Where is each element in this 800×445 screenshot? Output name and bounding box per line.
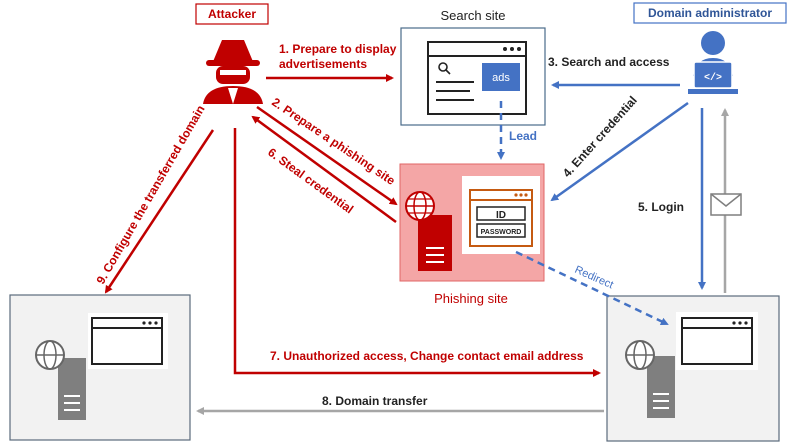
step-8-label: 8. Domain transfer — [322, 394, 428, 408]
lead-label: Lead — [509, 129, 537, 143]
arrow-redirect — [515, 250, 669, 326]
step-2-label: 2. Prepare a phishing site — [269, 95, 398, 188]
arrow-step-4 — [550, 101, 689, 202]
ads-label: ads — [492, 72, 510, 84]
step-6-label: 6. Steal credential — [265, 145, 356, 216]
left-server-group — [9, 294, 191, 441]
step-1-label-line1: 1. Prepare to display — [279, 42, 397, 56]
right-server-group — [606, 295, 780, 442]
left-server-icon — [35, 340, 86, 420]
attacker-label-box — [195, 3, 269, 25]
attacker-icon — [203, 40, 263, 104]
admin-label: Domain administrator — [648, 6, 772, 20]
id-field-label: ID — [496, 210, 506, 221]
attacker-label: Attacker — [208, 7, 256, 21]
password-field-label: PASSWORD — [481, 229, 522, 236]
step-1-label-line2: advertisements — [279, 57, 367, 71]
administrator-icon: </> — [688, 31, 738, 94]
login-form-icon — [469, 189, 533, 247]
arrow-step-7 — [233, 128, 601, 377]
search-site-label: Search site — [440, 8, 505, 23]
phishing-site-group: ID PASSWORD Phishing site — [399, 163, 545, 306]
admin-label-box — [633, 2, 787, 24]
domain-admin-group: Domain administrator </> — [633, 2, 787, 94]
step-3-label: 3. Search and access — [548, 55, 670, 69]
envelope-icon — [710, 193, 742, 216]
server-globe-icon — [405, 191, 452, 271]
arrow-step-6 — [251, 115, 397, 224]
redirect-label: Redirect — [573, 264, 615, 292]
arrow-step-9 — [104, 129, 215, 294]
phishing-site-label: Phishing site — [434, 291, 508, 306]
left-web-window-icon — [91, 317, 163, 365]
search-site-group: Search site ads — [400, 8, 546, 126]
right-server-icon — [625, 340, 675, 418]
step-7-label: 7. Unauthorized access, Change contact e… — [270, 349, 584, 363]
step-5-label: 5. Login — [638, 200, 684, 214]
svg-text:</>: </> — [704, 72, 722, 84]
search-icon — [438, 62, 448, 72]
step-9-label: 9. Configure the transferred domain — [93, 103, 207, 287]
attacker-group: Attacker — [195, 3, 269, 104]
ads-box — [482, 63, 520, 91]
arrow-step-2 — [256, 105, 398, 206]
right-web-window-icon — [681, 317, 753, 365]
